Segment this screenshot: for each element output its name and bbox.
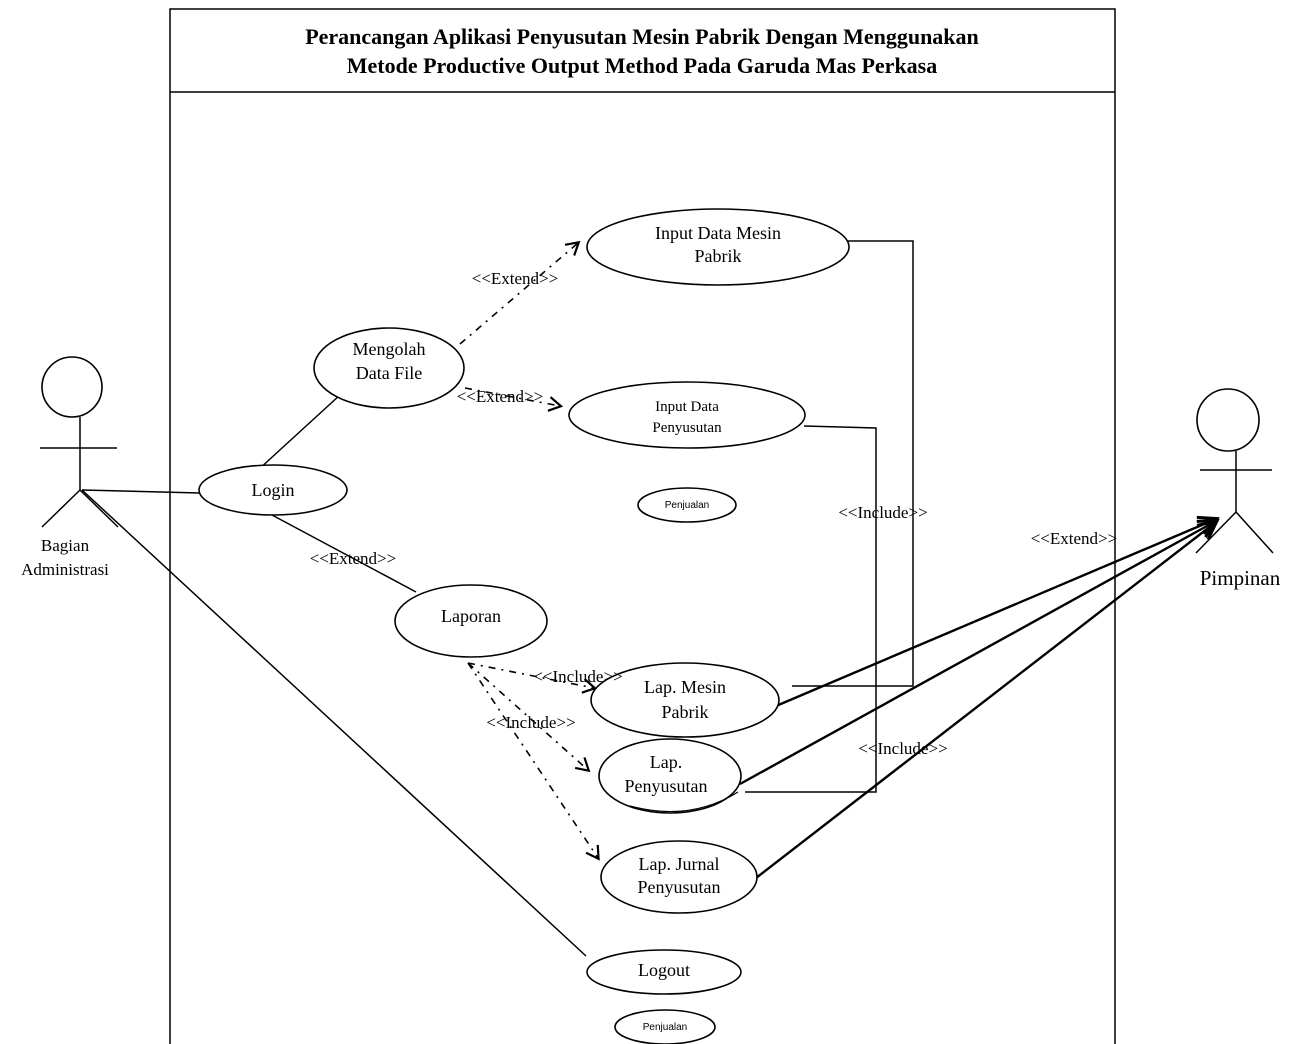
assoc-login-mengolah <box>257 394 341 471</box>
actor-pimpinan[interactable]: Pimpinan <box>1195 388 1281 590</box>
extend-label-laporan: <<Extend>> <box>310 549 397 568</box>
extend-label-input-penyusutan: <<Extend>> <box>457 387 544 406</box>
actor-admin-label-line1: Bagian <box>41 536 90 555</box>
use-case-penjualan-lower-label: Penjualan <box>643 1022 687 1033</box>
use-case-input-mesin-label-line1: Input Data Mesin <box>655 223 781 243</box>
association-lines <box>81 240 1216 957</box>
use-case-input-data-penyusutan[interactable]: Input Data Penyusutan <box>568 381 806 449</box>
use-case-lap-jurnal-penyusutan[interactable]: Lap. Jurnal Penyusutan <box>600 840 758 914</box>
assoc-admin-logout <box>81 489 587 957</box>
actor-bagian-administrasi[interactable]: Bagian Administrasi <box>21 356 119 579</box>
include-connector-penyusutan <box>745 425 877 793</box>
use-case-mengolah-data-file[interactable]: Mengolah Data File <box>313 327 465 409</box>
diagram-title-line1: Perancangan Aplikasi Penyusutan Mesin Pa… <box>305 24 979 49</box>
use-case-lap-mesin-label-line2: Pabrik <box>662 702 709 722</box>
assoc-lapmesin-pimpinan <box>775 519 1216 708</box>
use-case-login[interactable]: Login <box>198 464 348 516</box>
assoc-lappenyusutan-pimpinan <box>739 521 1216 786</box>
include-arrow-lap-jurnal <box>467 662 600 861</box>
use-case-logout-label: Logout <box>638 960 690 980</box>
use-case-lap-jurnal-label-line1: Lap. Jurnal <box>639 854 720 874</box>
use-case-lap-mesin-pabrik[interactable]: Lap. Mesin Pabrik <box>590 662 780 738</box>
assoc-admin-login <box>81 489 201 494</box>
dependency-arrows <box>459 240 600 861</box>
use-case-lap-penyusutan-label-line2: Penyusutan <box>625 776 708 796</box>
actor-admin-label-line2: Administrasi <box>21 560 109 579</box>
include-label-lap-penyusutan: <<Include>> <box>486 713 575 732</box>
use-case-lap-mesin-label-line1: Lap. Mesin <box>644 677 726 697</box>
assoc-lapjurnal-pimpinan <box>755 522 1216 879</box>
use-case-penjualan-upper-label: Penjualan <box>665 500 709 511</box>
include-label-right-bottom: <<Include>> <box>858 739 947 758</box>
use-case-input-penyusutan-label-line1: Input Data <box>655 399 719 415</box>
use-case-laporan[interactable]: Laporan <box>394 584 548 658</box>
extend-arrow-input-penyusutan <box>464 387 564 412</box>
extend-label-input-mesin: <<Extend>> <box>472 269 559 288</box>
actor-pimpinan-label: Pimpinan <box>1200 566 1281 590</box>
include-arrow-lap-mesin <box>467 662 598 694</box>
system-boundary: Perancangan Aplikasi Penyusutan Mesin Pa… <box>169 8 1116 1044</box>
use-case-logout[interactable]: Logout <box>586 949 742 995</box>
include-connector-mesin <box>792 240 914 687</box>
use-case-penjualan-lower[interactable]: Penjualan <box>614 1009 716 1044</box>
extend-label-pimpinan: <<Extend>> <box>1031 529 1118 548</box>
use-case-lap-penyusutan-label-line1: Lap. <box>650 752 682 772</box>
use-case-input-penyusutan-label-line2: Penyusutan <box>652 420 722 436</box>
use-case-penjualan-upper[interactable]: Penjualan <box>637 487 737 523</box>
include-label-lap-mesin: <<Include>> <box>533 667 622 686</box>
use-case-login-label: Login <box>252 480 295 500</box>
extend-arrow-input-mesin <box>459 240 581 345</box>
use-case-mengolah-label-line1: Mengolah <box>353 339 426 359</box>
relationship-labels: <<Extend>> <<Extend>> <<Extend>> <<Exten… <box>310 269 1118 758</box>
use-case-input-mesin-label-line2: Pabrik <box>695 246 742 266</box>
use-case-lap-penyusutan[interactable]: Lap. Penyusutan <box>598 738 742 814</box>
diagram-title-line2: Metode Productive Output Method Pada Gar… <box>347 53 938 78</box>
include-arrow-lap-penyusutan <box>467 662 591 773</box>
assoc-login-laporan <box>271 514 417 593</box>
use-case-lap-jurnal-label-line2: Penyusutan <box>638 877 721 897</box>
include-label-right-top: <<Include>> <box>838 503 927 522</box>
use-case-laporan-label: Laporan <box>441 606 501 626</box>
use-case-input-data-mesin[interactable]: Input Data Mesin Pabrik <box>586 208 850 286</box>
use-case-mengolah-label-line2: Data File <box>356 363 422 383</box>
